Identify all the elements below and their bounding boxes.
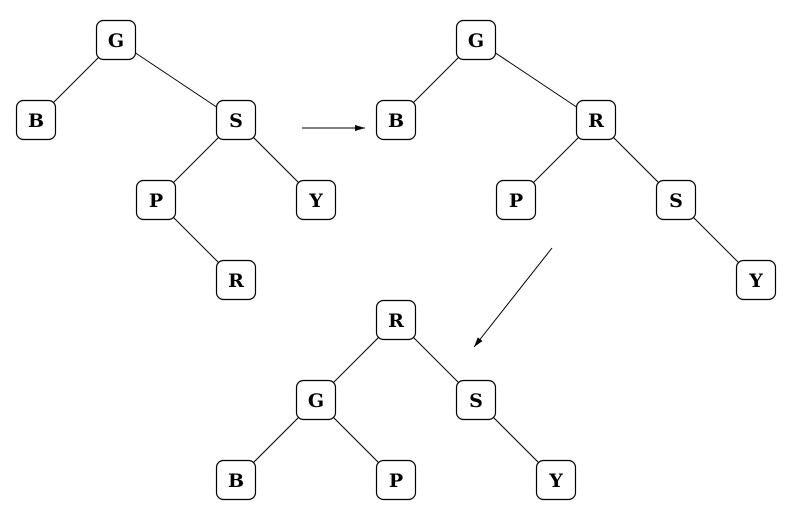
tree-node-y: Y <box>295 179 337 221</box>
node-box <box>135 179 177 221</box>
node-box <box>655 179 697 221</box>
node-box <box>455 19 497 61</box>
node-label: Y <box>308 190 323 212</box>
node-label: Y <box>748 270 763 292</box>
node-label: G <box>308 390 324 412</box>
tree-node-g: G <box>95 19 137 61</box>
node-label: S <box>669 190 683 212</box>
node-label: P <box>149 190 163 212</box>
tree-node-s: S <box>215 99 257 141</box>
tree-node-s: S <box>455 379 497 421</box>
tree-node-g: G <box>455 19 497 61</box>
node-box <box>15 99 57 141</box>
node-box <box>495 179 537 221</box>
node-box <box>375 99 417 141</box>
node-box <box>735 259 777 301</box>
node-label: B <box>228 470 244 492</box>
node-box <box>215 99 257 141</box>
tree-node-r: R <box>375 299 417 341</box>
tree-node-b: B <box>215 459 257 501</box>
node-box <box>535 459 577 501</box>
node-label: P <box>509 190 523 212</box>
tree-node-y: Y <box>735 259 777 301</box>
node-box <box>455 379 497 421</box>
node-label: B <box>28 110 44 132</box>
tree-node-b: B <box>15 99 57 141</box>
tree-node-y: Y <box>535 459 577 501</box>
node-label: P <box>389 470 403 492</box>
tree-node-r: R <box>575 99 617 141</box>
node-label: G <box>108 30 124 52</box>
tree-node-s: S <box>655 179 697 221</box>
node-box <box>575 99 617 141</box>
tree-node-p: P <box>495 179 537 221</box>
node-box <box>215 259 257 301</box>
node-box <box>375 459 417 501</box>
arrow-step-2 <box>473 247 553 348</box>
node-label: S <box>469 390 483 412</box>
node-box <box>215 459 257 501</box>
node-box <box>95 19 137 61</box>
tree-node-r: R <box>215 259 257 301</box>
node-label: B <box>388 110 404 132</box>
tree-node-p: P <box>375 459 417 501</box>
tree-node-p: P <box>135 179 177 221</box>
node-label: R <box>388 310 404 332</box>
node-box <box>375 299 417 341</box>
node-label: Y <box>548 470 563 492</box>
node-label: R <box>588 110 604 132</box>
node-box <box>295 179 337 221</box>
node-box <box>295 379 337 421</box>
node-label: R <box>228 270 244 292</box>
node-label: S <box>229 110 243 132</box>
tree-node-g: G <box>295 379 337 421</box>
node-label: G <box>468 30 484 52</box>
tree-node-b: B <box>375 99 417 141</box>
